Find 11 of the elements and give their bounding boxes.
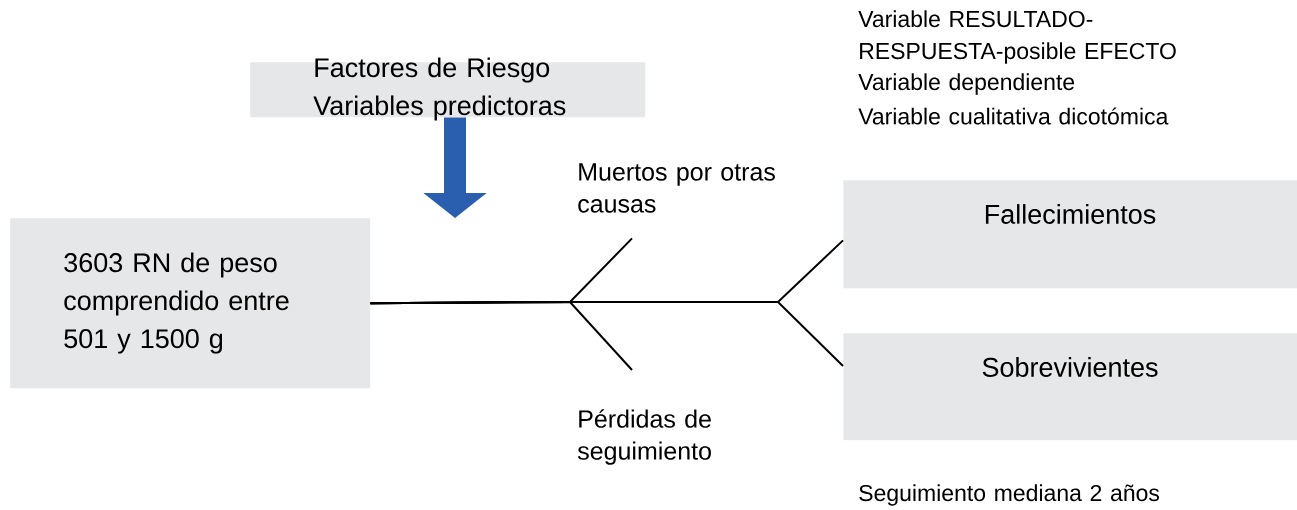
process-box: Sobrevivientes xyxy=(843,333,1297,441)
process-box: Factores de Riesgo Variables predictoras xyxy=(250,57,646,121)
text-label: Muertos por otras causas xyxy=(578,163,775,213)
note-text: Variable cualitativa dicotómica xyxy=(858,107,1169,125)
connector-line xyxy=(369,301,633,371)
note-text: Seguimiento mediana 2 años xyxy=(859,484,1160,506)
text-label: Pérdidas de seguimiento xyxy=(577,409,711,465)
process-box: Fallecimientos xyxy=(843,180,1297,289)
process-box: 3603 RN de peso comprendido entre 501 y 1500 g xyxy=(10,218,371,389)
note-text: Variable dependiente xyxy=(858,73,1075,95)
note-text: Variable RESULTADO-RESPUESTA-posible EFECTO xyxy=(858,10,1176,64)
